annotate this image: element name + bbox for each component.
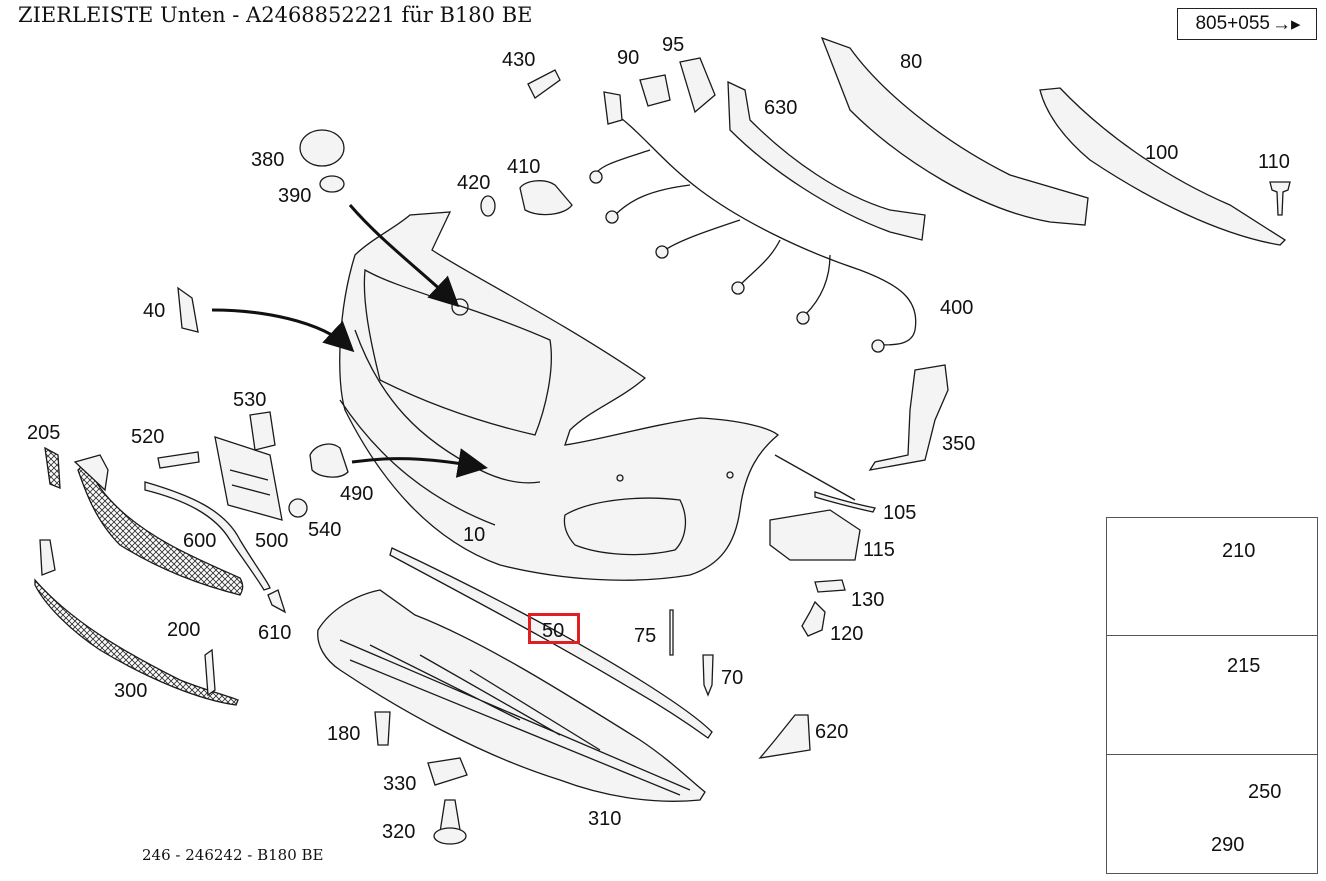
inset-panel-250-290	[1106, 754, 1318, 874]
part-label-600: 600	[183, 530, 217, 552]
lower-grille-part	[34, 578, 239, 706]
emblem-part	[299, 129, 345, 167]
page-reference-link[interactable]: 805+055 →▸	[1177, 8, 1317, 40]
reinforcement-part	[1039, 87, 1287, 246]
page-title: ZIERLEISTE Unten - A2468852221 für B180 …	[18, 3, 533, 27]
part-label-400: 400	[940, 297, 974, 319]
part-label-320: 320	[382, 821, 416, 843]
wiring-harness-part	[609, 109, 917, 346]
part-label-110: 110	[1258, 151, 1290, 173]
part-label-100: 100	[1145, 142, 1179, 164]
part-label-540: 540	[308, 519, 342, 541]
part-label-10: 10	[463, 524, 486, 546]
part-label-130: 130	[851, 589, 885, 611]
part-label-80: 80	[900, 51, 923, 73]
part-label-420: 420	[457, 172, 491, 194]
part-label-120: 120	[830, 623, 864, 645]
part-label-250: 250	[1248, 781, 1282, 803]
part-label-215: 215	[1227, 655, 1261, 677]
part-label-500: 500	[255, 530, 289, 552]
part-label-310: 310	[588, 808, 622, 830]
part-label-410: 410	[507, 156, 541, 178]
part-label-350: 350	[942, 433, 976, 455]
part-highlight-box	[528, 613, 580, 644]
part-label-40: 40	[143, 300, 166, 322]
part-label-95: 95	[662, 34, 685, 56]
part-label-630: 630	[764, 97, 798, 119]
inset-panel-210	[1106, 517, 1318, 636]
side-trim-part	[144, 481, 271, 591]
part-label-105: 105	[883, 502, 917, 524]
air-guide-part	[727, 80, 926, 241]
part-label-50[interactable]: 50	[542, 620, 565, 642]
inset-panel-215	[1106, 635, 1318, 755]
part-label-210: 210	[1222, 540, 1256, 562]
part-label-205: 205	[27, 422, 61, 444]
grille-mesh-part	[77, 458, 244, 596]
grille-insert-part	[44, 446, 61, 489]
part-label-290: 290	[1211, 834, 1245, 856]
part-label-390: 390	[278, 185, 312, 207]
part-label-530: 530	[233, 389, 267, 411]
part-label-430: 430	[502, 49, 536, 71]
part-label-300: 300	[114, 680, 148, 702]
part-label-330: 330	[383, 773, 417, 795]
part-label-520: 520	[131, 426, 165, 448]
part-label-200: 200	[167, 619, 201, 641]
part-label-75: 75	[634, 625, 657, 647]
part-label-490: 490	[340, 483, 374, 505]
part-label-620: 620	[815, 721, 849, 743]
part-label-70: 70	[721, 667, 744, 689]
arrow-right-icon: →▸	[1271, 13, 1301, 35]
page-reference-label: 805+055	[1195, 13, 1270, 34]
part-label-90: 90	[617, 47, 640, 69]
impact-absorber-part	[820, 36, 1089, 226]
part-label-115: 115	[863, 539, 895, 561]
model-code: 246 - 246242 - B180 BE	[142, 846, 324, 864]
license-plate-bracket-part	[214, 436, 283, 521]
part-label-180: 180	[327, 723, 361, 745]
part-label-610: 610	[258, 622, 292, 644]
grille-frame-part	[73, 454, 109, 492]
part-label-380: 380	[251, 149, 285, 171]
lower-spoiler-part	[317, 589, 706, 802]
